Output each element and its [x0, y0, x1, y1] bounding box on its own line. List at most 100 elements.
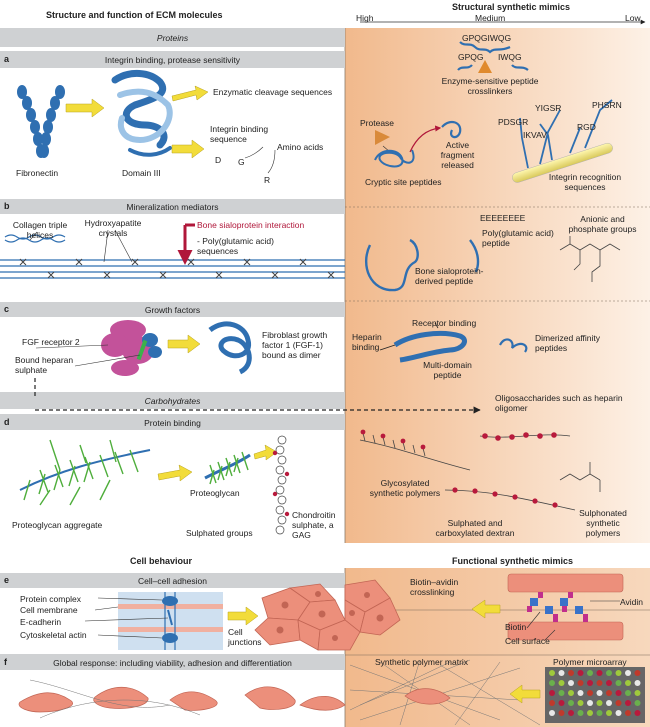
chondroitin-chain: [275, 435, 287, 535]
multidomain-shape: [393, 330, 467, 363]
dextran-chain: [444, 489, 576, 511]
bar-a-label: Integrin binding, protease sensitivity: [104, 55, 241, 65]
scale-high: High: [356, 13, 374, 23]
microarray-dot: [625, 710, 631, 716]
microarray-dot: [634, 710, 641, 716]
microarray-dot: [549, 700, 555, 706]
microarray-dot: [634, 670, 641, 676]
microarray-dot: [615, 690, 622, 696]
arrow-microarray: [509, 684, 541, 704]
microarray-dot: [606, 700, 612, 706]
label-receptor-binding: Receptor binding: [412, 318, 477, 328]
label-aa-d: D: [215, 155, 222, 165]
domain-iii-shape: [111, 70, 173, 157]
spread-cells: [18, 686, 346, 713]
microarray-dot: [606, 670, 612, 676]
bar-a: [0, 51, 345, 68]
microarray-dot: [615, 680, 622, 686]
microarray-dot: [558, 680, 565, 686]
label-oligo: Oligosaccharides such as heparin oligome…: [495, 393, 623, 413]
label-yigsr: YIGSR: [535, 103, 562, 113]
microarray-dot: [558, 710, 565, 716]
microarray-dot: [625, 680, 631, 686]
label-dextran: Sulphated and carboxylated dextran: [435, 518, 515, 538]
label-bsp-peptide: Bone sialoprotein-derived peptide: [415, 266, 484, 286]
microarray-dot: [615, 670, 622, 676]
fibronectin-shape: [17, 85, 65, 158]
fgf1-shape: [208, 321, 252, 375]
microarray-dot: [549, 690, 555, 696]
label-aggregate: Proteoglycan aggregate: [12, 520, 103, 530]
microarray-dot: [577, 710, 584, 716]
microarray-dot: [634, 680, 641, 686]
chondroitin-sulphates: [272, 450, 290, 517]
label-pdsgr: PDSGR: [498, 117, 529, 127]
release-arrow: [409, 125, 442, 153]
oligo-beads: [482, 432, 557, 441]
bar-d: [0, 414, 345, 430]
label-active-fragment: Active fragment released: [440, 140, 475, 170]
left-bottom-header: Cell behaviour: [130, 556, 193, 566]
label-fibronectin: Fibronectin: [16, 168, 59, 178]
bar-b: [0, 199, 345, 214]
microarray-dot: [606, 710, 612, 716]
label-protease: Protease: [360, 118, 395, 128]
letter-f: f: [4, 657, 7, 667]
dextran-beads: [452, 487, 558, 508]
arrow-integrin: [171, 139, 205, 159]
label-domain-iii: Domain III: [122, 168, 161, 178]
label-polyglu-peptide: Poly(glutamic acid) peptide: [482, 228, 554, 248]
matrix-cell: [404, 688, 451, 705]
arrow-proteoglycan: [157, 464, 193, 482]
label-cryptic: Cryptic site peptides: [365, 177, 442, 187]
bar-f: [0, 654, 345, 670]
label-collagen: Collagen triple helices: [12, 220, 68, 240]
dimer-shape: [499, 338, 528, 353]
label-fgf1: Fibroblast growth factor 1 (FGF-1) bound…: [262, 330, 328, 360]
microarray-dot: [577, 700, 584, 706]
proteoglycan-aggregate-shape: [19, 439, 151, 506]
collagen-helices: [0, 234, 345, 279]
arrow-enzymatic: [171, 85, 209, 102]
anionic-structure: [559, 236, 621, 282]
bar-f-label: Global response: including viability, ad…: [53, 658, 292, 668]
letter-b: b: [4, 201, 10, 211]
active-fragment-shape: [441, 120, 462, 139]
microarray-dot: [558, 700, 565, 706]
arrow-biotin: [471, 599, 501, 619]
label-multidomain: Multi-domain peptide: [423, 360, 472, 380]
label-cadherin: E-cadherin: [20, 617, 62, 627]
glycosylated-beads: [360, 429, 426, 450]
label-microarray: Polymer microarray: [553, 657, 627, 667]
arrow-junctions: [227, 606, 259, 626]
arrow-fgf: [167, 334, 201, 354]
arrow-fibronectin-domain: [65, 98, 105, 118]
label-cell-surface: Cell surface: [505, 636, 550, 646]
label-amino-acids: Amino acids: [277, 142, 324, 152]
left-top-header: Structure and function of ECM molecules: [46, 10, 223, 20]
label-dimerized: Dimerized affinity peptides: [535, 333, 601, 353]
label-sulphated-groups: Sulphated groups: [186, 528, 253, 538]
bar-b-label: Mineralization mediators: [126, 202, 219, 212]
cell-nuclei: [276, 591, 384, 641]
microarray-dot: [558, 690, 565, 696]
label-polyglu: - Poly(glutamic acid) sequences: [197, 236, 274, 256]
bsp-peptide-shape: [365, 238, 419, 292]
glycosylated-polymer: [359, 432, 471, 471]
label-heparan: Bound heparan sulphate: [15, 355, 74, 375]
bar-c-label: Growth factors: [144, 305, 201, 315]
microarray-dot: [625, 670, 631, 676]
bar-proteins-label: Proteins: [156, 33, 189, 43]
microarray-dot: [587, 710, 593, 716]
label-peptide-top: GPQGIWQG: [462, 33, 512, 43]
sulphonated-structure: [559, 462, 601, 492]
bar-carbohydrates: [0, 392, 345, 409]
fgf-receptor-shape: [101, 320, 154, 376]
label-hydroxyapatite: Hydroxyapatite crystals: [84, 218, 142, 238]
microarray-dot: [568, 690, 574, 696]
label-integrin-recognition: Integrin recognition sequences: [548, 172, 622, 192]
bar-c: [0, 302, 345, 317]
proteoglycan-shape: [204, 451, 251, 485]
label-sulphonated: Sulphonated synthetic polymers: [579, 508, 627, 538]
microarray-dot: [596, 710, 603, 716]
